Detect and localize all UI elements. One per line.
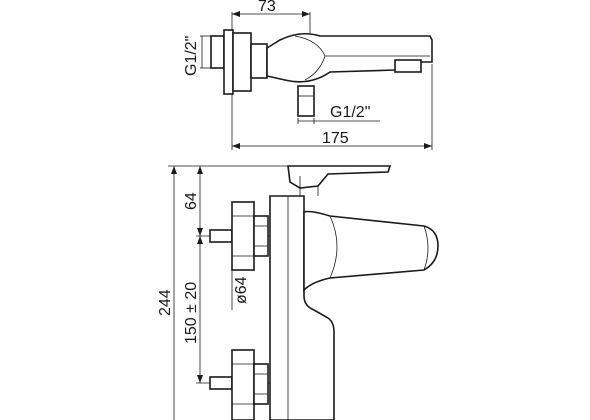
- dim-244-label: 244: [157, 289, 174, 316]
- dim-150-arrow-bottom: [197, 375, 203, 383]
- front-view: 244 64 150 ± 20 ø64: [157, 165, 439, 420]
- top-view: 73 G1/2" G1/2" 175: [183, 0, 433, 150]
- dim-64-arrow-bottom: [197, 228, 203, 236]
- dim-175-arrow-right: [424, 143, 432, 149]
- flange-cover: [232, 32, 252, 92]
- dim-64-arrow-top: [197, 166, 203, 174]
- connector-nut: [250, 43, 268, 79]
- mixer-body-top: [266, 32, 433, 83]
- dim-diameter-label: ø64: [233, 276, 250, 304]
- dim-150-label: 150 ± 20: [183, 282, 200, 344]
- spout-front: [303, 210, 439, 292]
- dim-64-label: 64: [183, 192, 200, 210]
- dim-73-arrow-left: [232, 11, 240, 17]
- spout-curve-1: [329, 215, 338, 279]
- dim-73-label: 73: [258, 0, 276, 15]
- wall-flange: [223, 29, 234, 95]
- outlet-thread-label: G1/2": [330, 104, 370, 121]
- dim-150-arrow-top: [197, 236, 203, 244]
- mixer-body-front: [269, 195, 335, 420]
- spout-outlet-top: [394, 59, 422, 73]
- lower-inlet-pipe: [209, 376, 233, 390]
- dim-73-arrow-right: [302, 11, 310, 17]
- lower-flange: [231, 349, 255, 420]
- lower-nut: [253, 363, 269, 405]
- dim-244-arrow-top: [171, 166, 177, 174]
- dim-175-label: 175: [322, 130, 349, 147]
- upper-flange: [231, 201, 255, 271]
- outlet-pipe: [297, 85, 315, 117]
- spout-curve-2: [423, 225, 429, 271]
- dim-175-arrow-left: [232, 143, 240, 149]
- upper-inlet-pipe: [209, 229, 233, 243]
- inlet-pipe: [210, 35, 225, 69]
- upper-nut: [253, 215, 269, 257]
- lever-stem: [299, 176, 319, 196]
- inlet-thread-label: G1/2": [183, 36, 200, 76]
- lever-front: [287, 165, 392, 189]
